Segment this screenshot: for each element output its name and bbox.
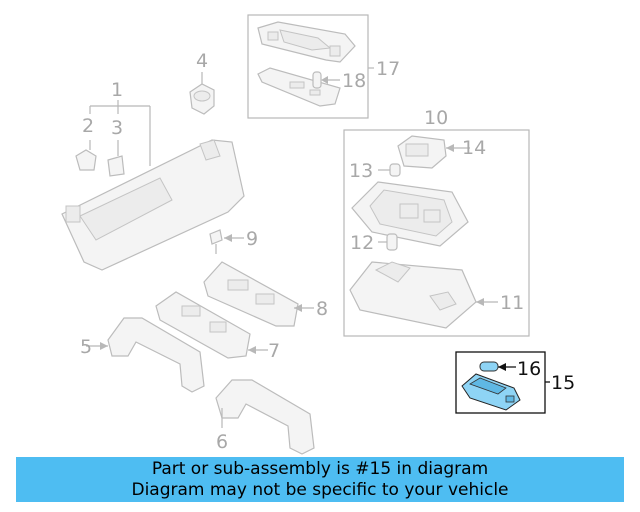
callout-1: 1 [111,79,123,101]
callout-2: 2 [82,115,94,137]
part-14-switch [397,135,470,169]
callout-3: 3 [111,117,123,139]
callout-8: 8 [316,298,328,320]
part-18-bulb [312,71,340,89]
part-7-bracket [155,291,268,359]
part-1-sun-visor [61,139,245,271]
group-10-box [343,129,530,337]
part-12-bulb [378,233,398,251]
group-15-box [455,351,550,414]
callout-4: 4 [196,50,208,72]
part-console-frame [351,181,469,247]
part-5-grab-handle [86,317,205,393]
callout-14: 14 [462,137,486,159]
callout-17: 17 [376,58,400,80]
callout-16: 16 [517,358,541,380]
part-8-bracket [203,261,314,327]
banner-line-2: Diagram may not be specific to your vehi… [131,480,509,500]
callout-18: 18 [342,70,366,92]
part-3-clip [107,140,125,177]
callout-12: 12 [350,232,374,254]
part-6-grab-handle [215,379,315,455]
part-11-cover [349,261,498,329]
callout-7: 7 [268,340,280,362]
callout-6: 6 [216,431,228,453]
callout-5: 5 [80,336,92,358]
part-17-lens [257,67,341,107]
leader-1 [89,100,151,166]
banner-line-1: Part or sub-assembly is #15 in diagram [151,459,489,479]
callout-15: 15 [551,372,575,394]
callout-11: 11 [500,292,524,314]
part-9-screw [209,229,244,254]
part-2-clip [75,140,97,171]
group-17-box [247,14,374,119]
part-15-courtesy-lamp[interactable] [461,373,521,411]
info-banner: Part or sub-assembly is #15 in diagram D… [16,457,624,502]
callout-13: 13 [349,160,373,182]
callout-10: 10 [424,107,448,129]
part-4-mount [189,72,215,115]
part-16-bulb[interactable] [479,361,516,372]
callout-9: 9 [246,228,258,250]
part-13-bulb [378,163,401,177]
part-17-housing [257,21,356,63]
